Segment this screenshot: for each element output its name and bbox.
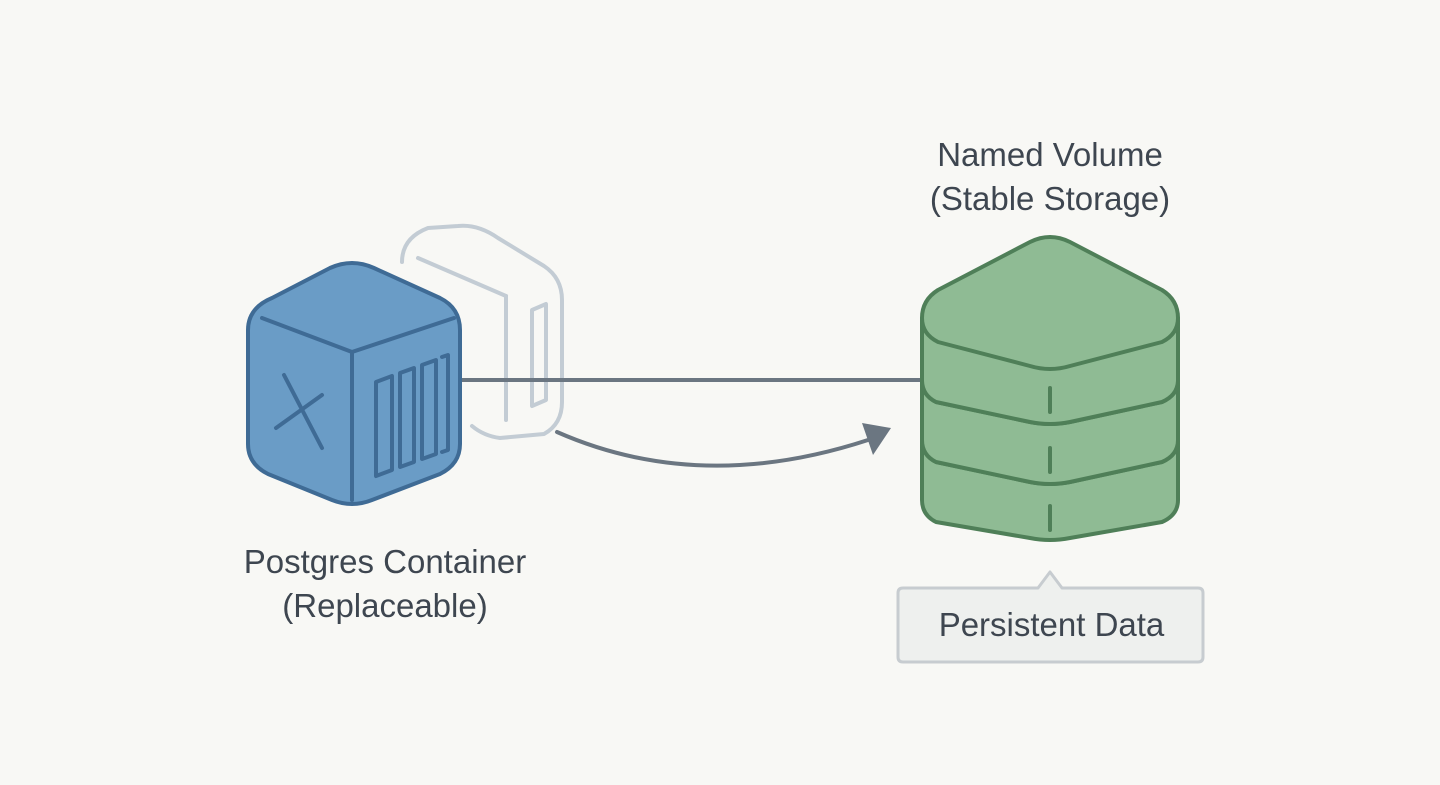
volume-subtitle: (Stable Storage) — [929, 180, 1171, 217]
volume-label: Named Volume (Stable Storage) — [850, 133, 1250, 221]
callout-box — [896, 570, 1205, 664]
container-subtitle: (Replaceable) — [282, 587, 488, 624]
volume-title: Named Volume — [937, 136, 1163, 173]
ghost-container-icon — [400, 223, 564, 440]
container-title: Postgres Container — [243, 543, 527, 580]
stacked-storage-volume-icon — [920, 235, 1180, 542]
curved-arrow-icon — [555, 423, 891, 468]
shipping-container-cube-icon — [246, 261, 462, 506]
callout-text: Persistent Data — [938, 606, 1165, 643]
container-label: Postgres Container (Replaceable) — [185, 540, 585, 628]
